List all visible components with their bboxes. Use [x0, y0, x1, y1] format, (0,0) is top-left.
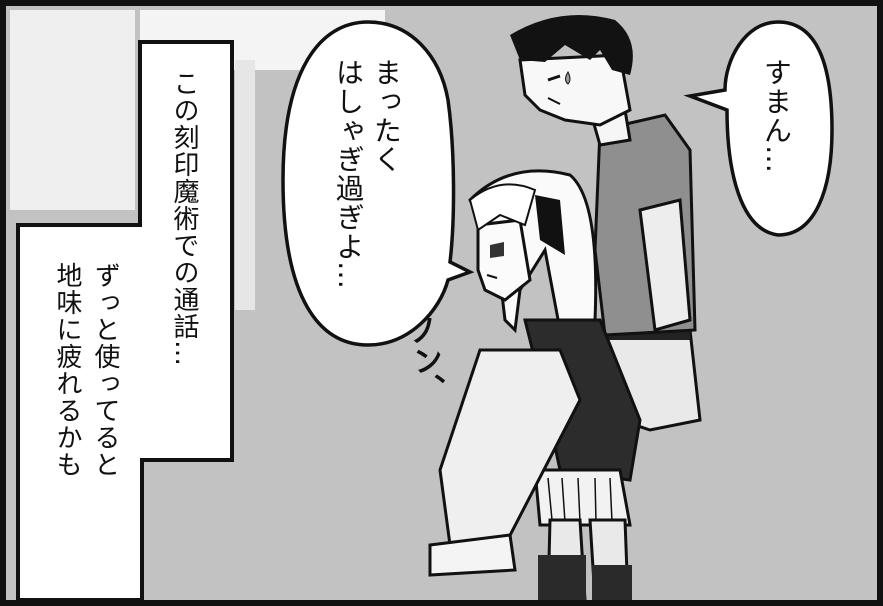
girl-speech-line-2: はしゃぎ過ぎよ… — [332, 58, 365, 290]
boy-speech-line-1: すまん… — [760, 58, 793, 174]
boy-figure — [510, 15, 702, 432]
narration-line-2: ずっと使ってると — [90, 262, 120, 478]
narration-line-3: 地味に疲れるかも — [52, 262, 82, 478]
girl-speech-bubble — [281, 20, 475, 347]
wall-block-left — [10, 10, 135, 210]
girl-figure — [428, 169, 642, 605]
girl-speech-line-1: まったく — [370, 58, 403, 174]
wall-block-shadow — [235, 60, 255, 310]
boy-speech-bubble — [683, 20, 834, 237]
narration-line-1: この刻印魔術での通話… — [169, 70, 199, 367]
